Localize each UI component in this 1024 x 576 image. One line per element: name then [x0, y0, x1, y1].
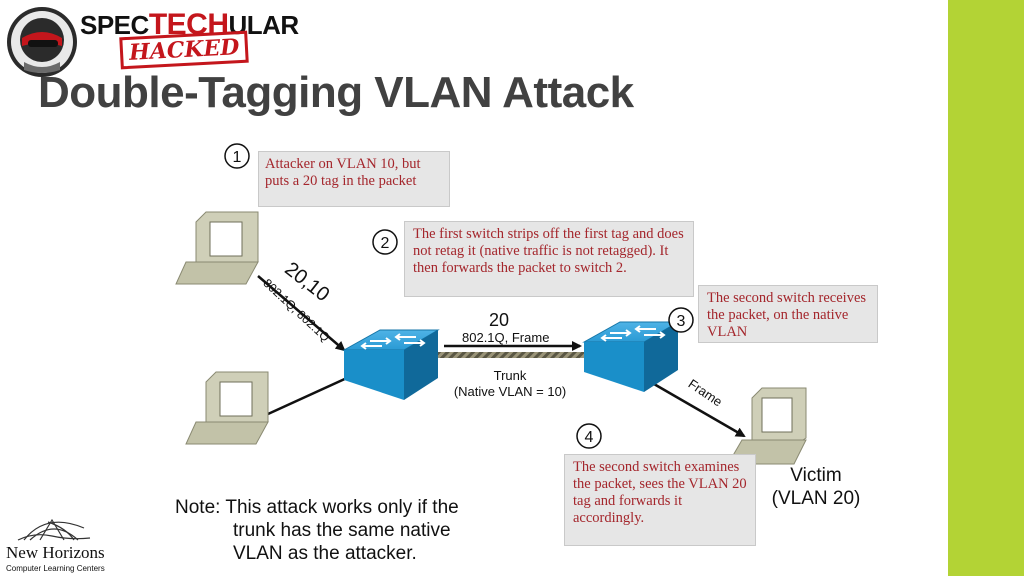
step-3-marker: 3: [668, 307, 694, 333]
victim-computer: [727, 387, 807, 465]
network-diagram: 1 2 3 4: [175, 143, 807, 465]
note-prefix: Note:: [175, 497, 221, 518]
pc-2: [185, 371, 269, 445]
step-4-callout: The second switch examines the packet, s…: [564, 454, 756, 546]
svg-text:2: 2: [381, 235, 390, 252]
step-3-callout: The second switch receives the packet, o…: [698, 285, 878, 343]
attacker-link: [257, 275, 346, 352]
logo-wordmark: SPECTECHULAR: [80, 8, 299, 41]
trunk-label-line1: Trunk: [493, 368, 527, 383]
note-line1: This attack works only if the: [225, 497, 459, 518]
victim-label-line2: (VLAN 20): [771, 488, 861, 509]
switch-2: [582, 321, 680, 392]
accent-bar: [948, 0, 1024, 576]
new-horizons-logo: New Horizons Computer Learning Centers: [6, 518, 105, 573]
note-line3: VLAN as the attacker.: [233, 543, 417, 564]
trunk-label: Trunk (Native VLAN = 10): [445, 368, 575, 400]
victim-label-line1: Victim: [790, 465, 842, 486]
note-text: Note: This attack works only if the trun…: [175, 496, 459, 565]
svg-text:1: 1: [233, 149, 242, 166]
victim-link: [653, 382, 746, 438]
note-line2: trunk has the same native: [233, 520, 451, 541]
step-2-marker: 2: [372, 229, 398, 255]
attacker-computer: [175, 211, 259, 285]
trunk-tag-label: 20: [489, 310, 510, 330]
step-2-callout: The first switch strips off the first ta…: [404, 221, 694, 297]
svg-text:4: 4: [585, 429, 594, 446]
spectechular-logo: [7, 7, 77, 77]
svg-text:New Horizons: New Horizons: [6, 543, 105, 562]
slide-title: Double-Tagging VLAN Attack: [38, 68, 634, 117]
step-1-callout: Attacker on VLAN 10, but puts a 20 tag i…: [258, 151, 450, 207]
trunk-headers-label: 802.1Q, Frame: [462, 330, 550, 345]
step-1-marker: 1: [224, 143, 250, 169]
svg-text:Computer Learning Centers: Computer Learning Centers: [6, 564, 105, 573]
svg-text:3: 3: [677, 313, 686, 330]
victim-label: Victim (VLAN 20): [766, 464, 866, 510]
switch-1: [342, 329, 440, 400]
step-4-marker: 4: [576, 423, 602, 449]
trunk-cable: [434, 352, 594, 358]
trunk-label-line2: (Native VLAN = 10): [453, 384, 567, 399]
